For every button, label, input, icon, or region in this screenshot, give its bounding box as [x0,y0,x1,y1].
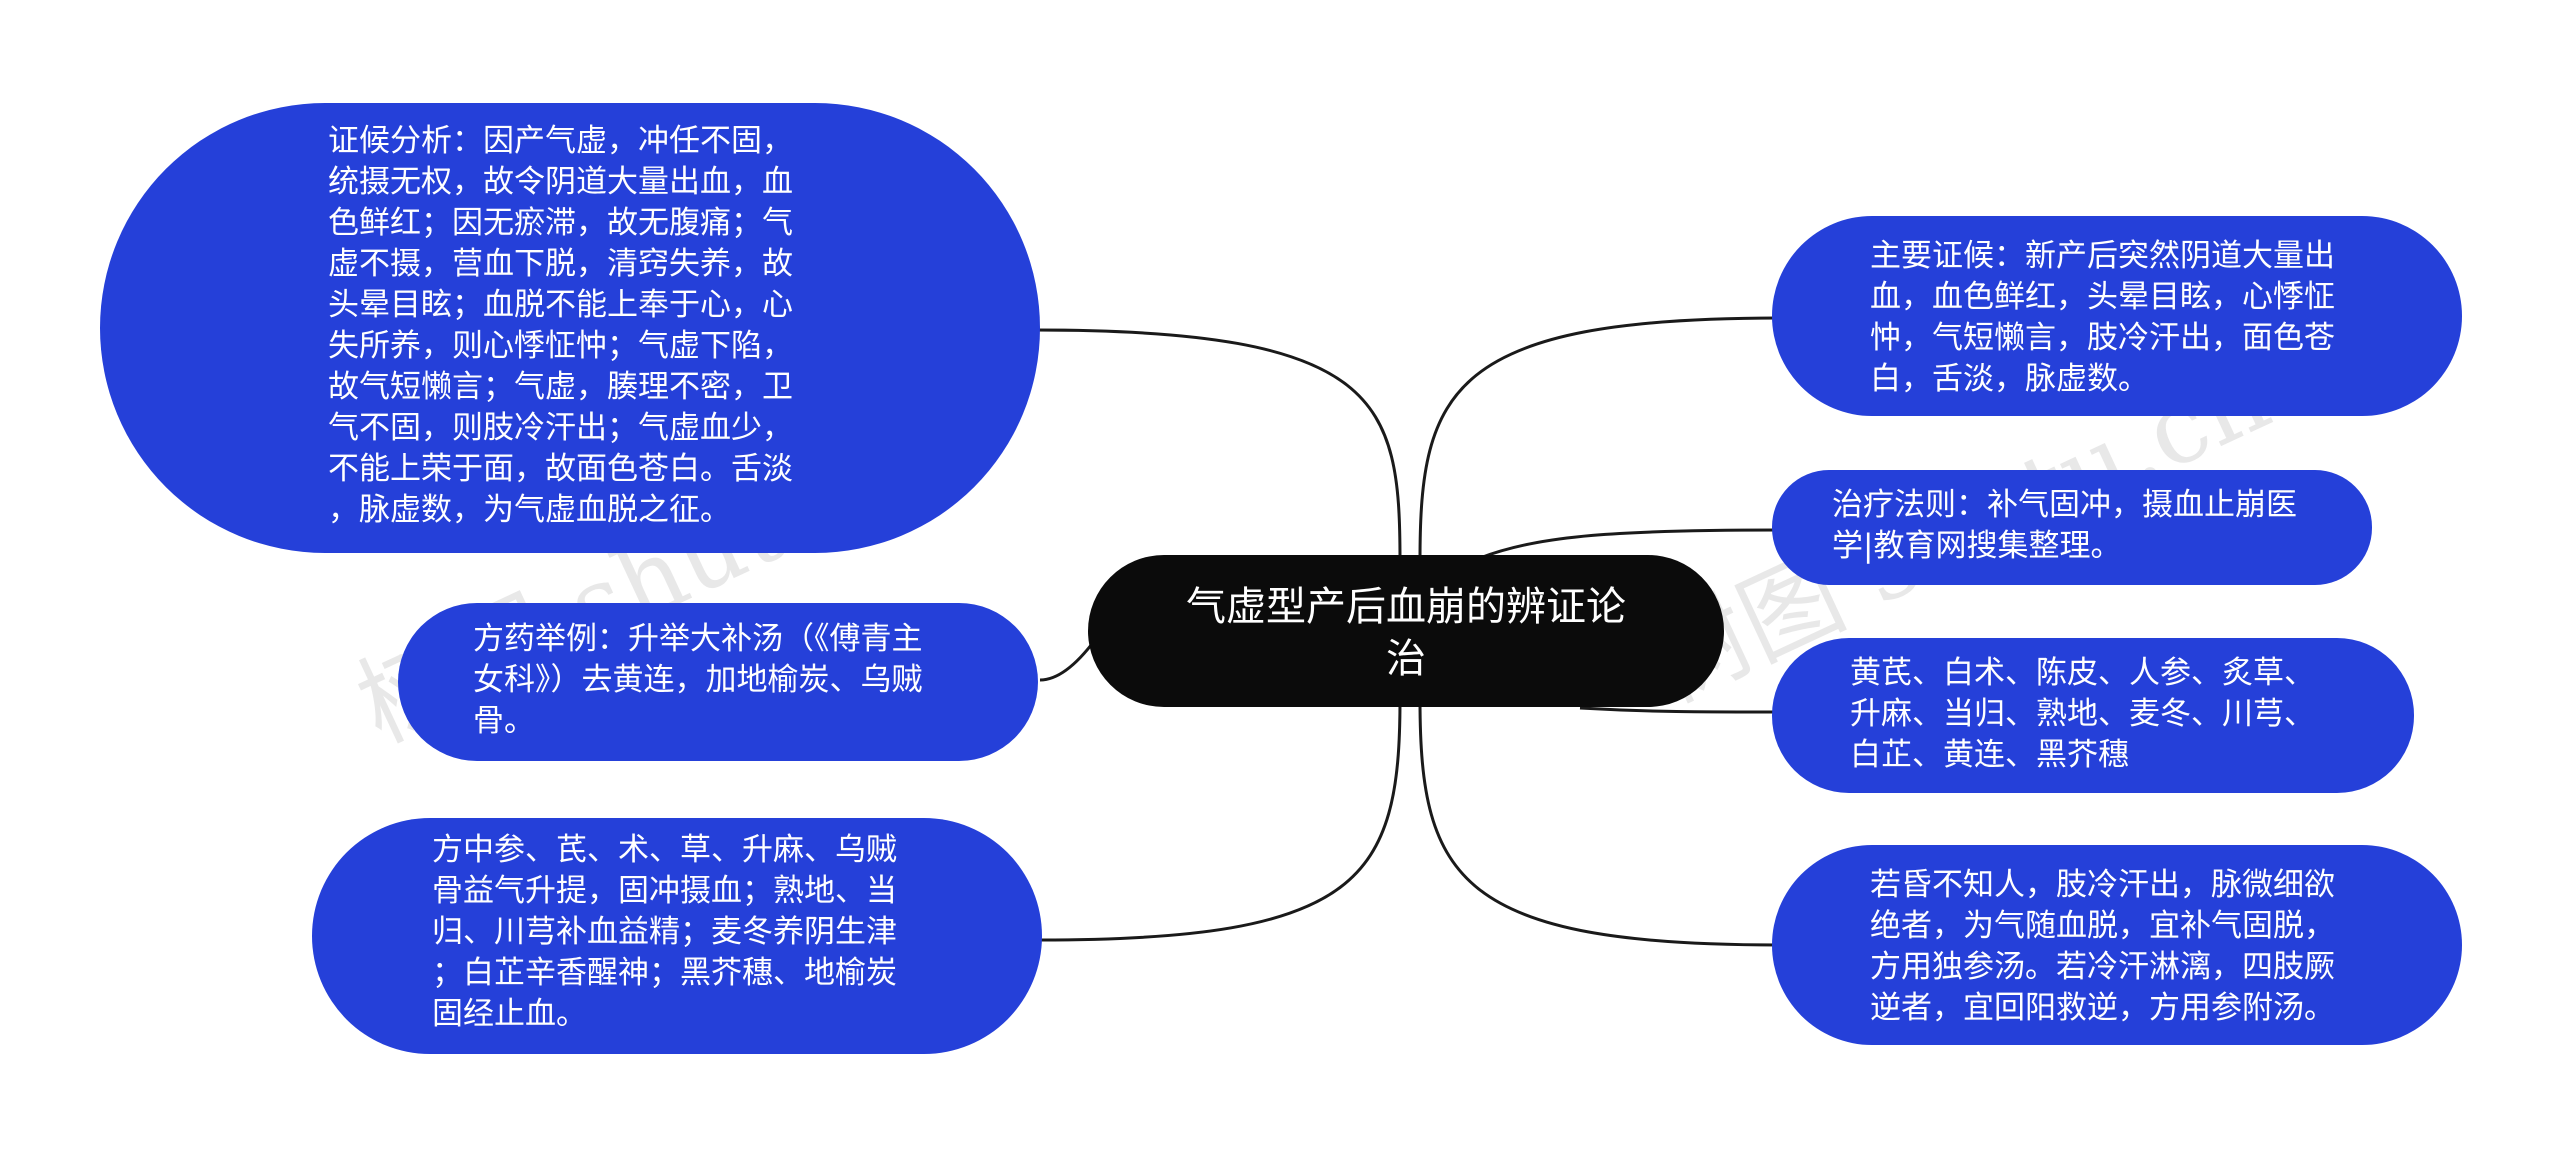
link-analysis [1034,328,1402,561]
node-herbs[interactable]: 黄芪、白术、陈皮、人参、炙草、 升麻、当归、熟地、麦冬、川芎、 白芷、黄连、黑芥… [1772,638,2414,793]
link-herbs [1579,706,1781,714]
node-analysis[interactable]: 证候分析：因产气虚，冲任不固， 统摄无权，故令阴道大量出血，血 色鲜红；因无瘀滞… [100,103,1040,553]
link-principle [1479,528,1781,560]
link-prescription [1039,639,1097,682]
central-topic[interactable]: 气虚型产后血崩的辨证论 治 [1088,555,1724,707]
node-symptoms[interactable]: 主要证候：新产后突然阴道大量出 血，血色鲜红，头晕目眩，心悸怔 忡，气短懒言，肢… [1772,216,2462,416]
node-emergency[interactable]: 若昏不知人，肢冷汗出，脉微细欲 绝者，为气随血脱，宜补气固脱， 方用独参汤。若冷… [1772,845,2462,1045]
node-explanation[interactable]: 方中参、芪、术、草、升麻、乌贼 骨益气升提，固冲摄血；熟地、当 归、川芎补血益精… [312,818,1042,1054]
node-principle[interactable]: 治疗法则：补气固冲，摄血止崩医 学|教育网搜集整理。 [1772,470,2372,585]
link-emergency [1418,699,1781,947]
node-prescription[interactable]: 方药举例：升举大补汤（《傅青主 女科》）去黄连，加地榆炭、乌贼 骨。 [398,603,1038,761]
link-symptoms [1418,316,1781,561]
link-explanation [1039,699,1402,942]
